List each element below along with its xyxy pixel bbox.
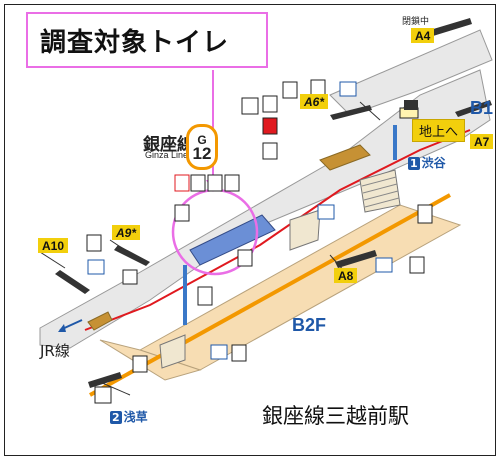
survey-target-callout: 調査対象トイレ [26, 12, 268, 68]
ginza-track-lower [89, 193, 451, 397]
line-name-ja: 銀座線 [143, 135, 194, 155]
exit-tag-a7: A7 [470, 134, 494, 149]
callout-text: 調査対象トイレ [40, 27, 230, 58]
exit-tag-a9: A9* [112, 225, 141, 240]
closed-note: 閉鎖中 [402, 17, 430, 27]
direction-text: 浅草 [123, 410, 148, 424]
direction-text: 渋谷 [421, 156, 446, 170]
direction-number: 1 [408, 157, 420, 170]
jr-line-label: JR線 [40, 342, 70, 360]
station-code-badge: G 12 [186, 124, 218, 170]
escalator [359, 169, 401, 213]
toilet-block [189, 214, 276, 266]
elevator-shaft [183, 265, 187, 325]
exit-tag-a6: A6* [300, 94, 329, 109]
exit-tag-a10: A10 [38, 238, 69, 253]
station-code-letter: G [197, 133, 207, 147]
direction-number: 2 [110, 411, 122, 424]
ground-exit-sign: 地上へ [412, 119, 466, 142]
exit-tag-a4: A4 [411, 28, 435, 43]
exit-tag-a8: A8 [334, 268, 358, 283]
floor-label-b2f: B2F [292, 315, 327, 335]
station-name: 銀座線三越前駅 [262, 404, 409, 428]
facility-icons [86, 79, 433, 404]
line-name-en: Ginza Line [145, 150, 189, 160]
floor-label-b1: B1 [470, 98, 494, 118]
station-code-number: 12 [192, 144, 212, 163]
